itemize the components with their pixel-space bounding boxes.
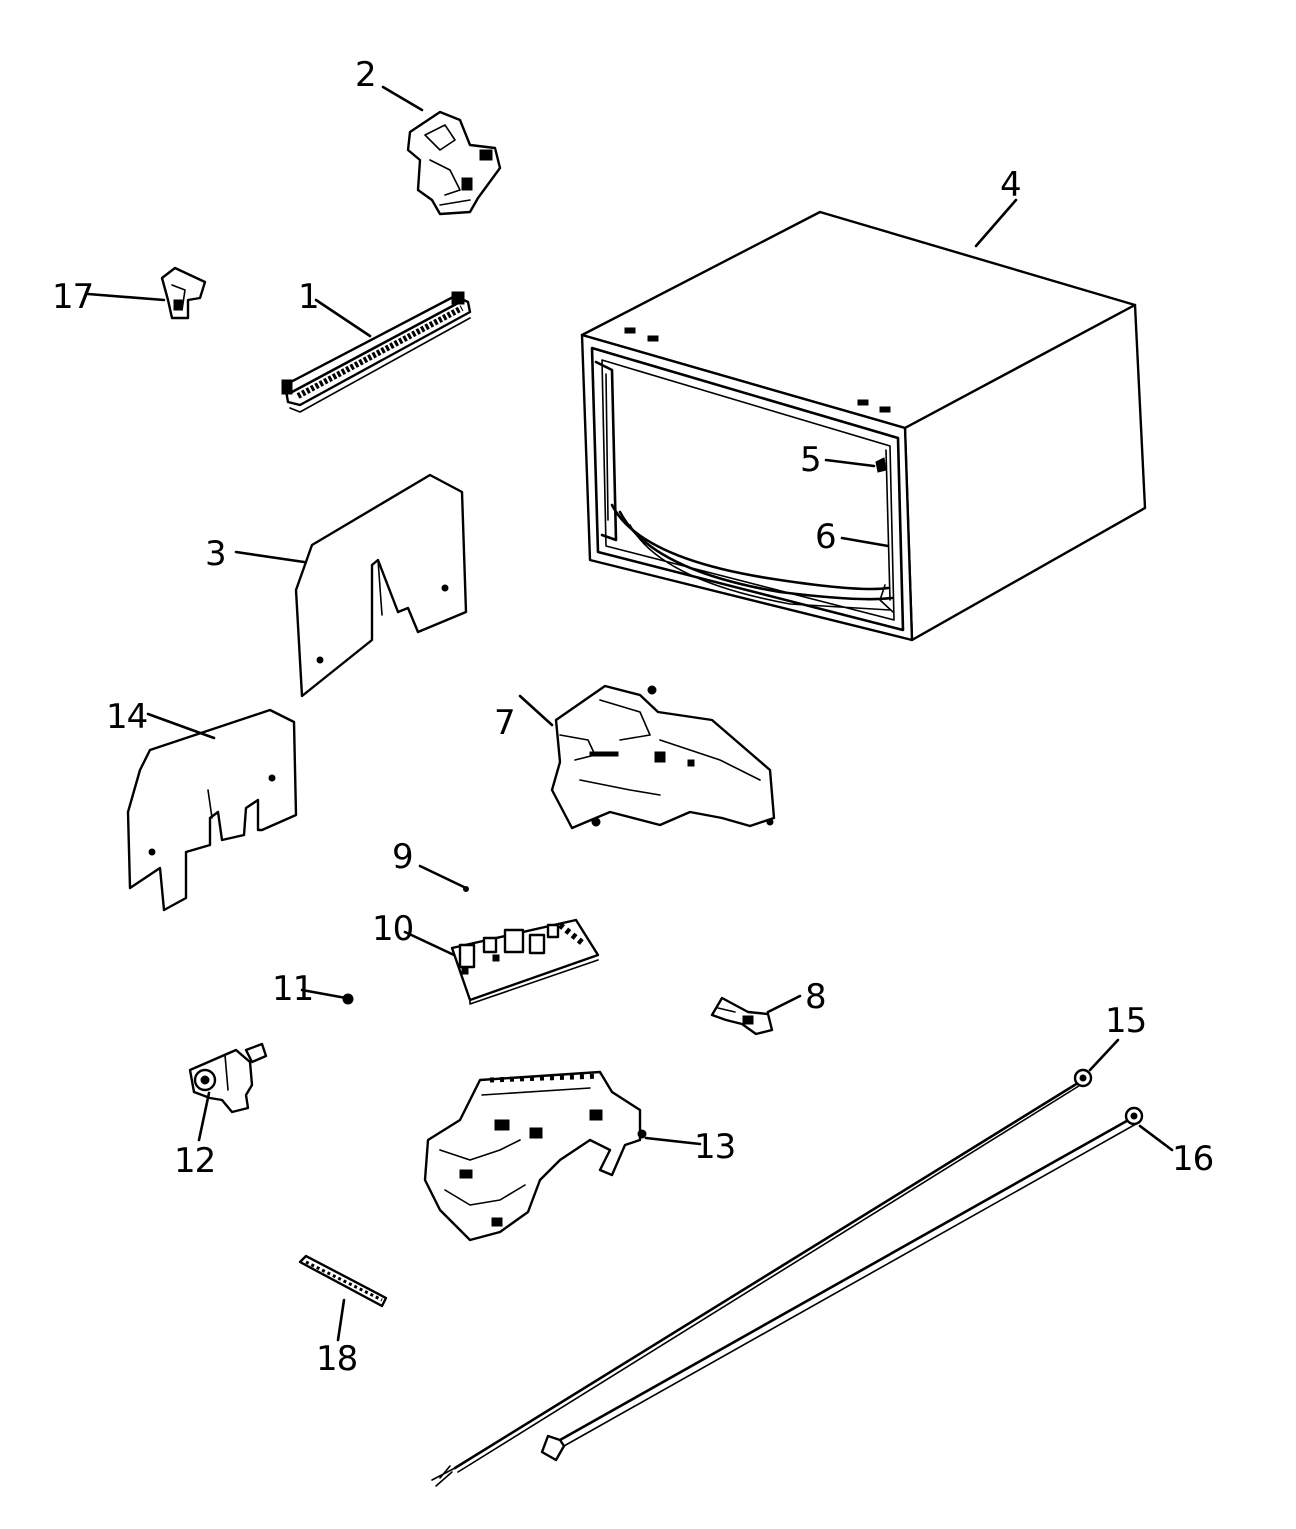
callout-15: 15 xyxy=(1105,1001,1146,1041)
leader-16 xyxy=(1138,1124,1174,1152)
part-12-valve xyxy=(188,1042,268,1114)
part-14-panel xyxy=(126,708,298,912)
callout-12: 12 xyxy=(174,1141,215,1181)
leader-4 xyxy=(974,198,1018,248)
callout-11: 11 xyxy=(272,969,313,1009)
leader-7 xyxy=(518,694,554,727)
part-11-screw xyxy=(342,993,354,1005)
leader-11 xyxy=(300,988,348,1000)
leader-5 xyxy=(824,458,876,468)
part-4-cabinet xyxy=(580,210,1147,642)
callout-18: 18 xyxy=(316,1339,357,1379)
leader-14 xyxy=(146,712,216,740)
part-16-cable xyxy=(540,1106,1144,1462)
callout-13: 13 xyxy=(694,1127,735,1167)
callout-4: 4 xyxy=(1000,165,1021,205)
part-15-cable xyxy=(431,1068,1093,1487)
leader-6 xyxy=(840,536,890,548)
leader-1 xyxy=(314,298,372,338)
callout-10: 10 xyxy=(372,909,413,949)
callout-6: 6 xyxy=(815,517,836,557)
leader-9 xyxy=(418,864,468,890)
leader-15 xyxy=(1088,1038,1120,1072)
callout-8: 8 xyxy=(805,977,826,1017)
part-2-switch-assembly xyxy=(406,110,502,216)
leader-17 xyxy=(86,292,166,302)
callout-9: 9 xyxy=(392,837,413,877)
part-17-clip xyxy=(160,266,207,320)
leader-10 xyxy=(403,930,456,957)
part-9-screw xyxy=(463,886,469,892)
leader-2 xyxy=(381,85,424,112)
part-3-panel xyxy=(294,473,468,698)
callout-17: 17 xyxy=(52,277,93,317)
callout-2: 2 xyxy=(355,55,376,95)
callout-14: 14 xyxy=(106,697,147,737)
leader-12 xyxy=(197,1091,211,1142)
leader-8 xyxy=(766,994,802,1014)
leader-18 xyxy=(336,1298,346,1342)
callout-16: 16 xyxy=(1172,1139,1213,1179)
leader-3 xyxy=(234,550,306,564)
callout-7: 7 xyxy=(494,703,515,743)
part-8-bracket xyxy=(710,996,774,1036)
callout-3: 3 xyxy=(205,534,226,574)
part-13-harness xyxy=(423,1070,647,1242)
part-18-strip xyxy=(298,1254,388,1308)
part-10-board xyxy=(450,918,600,1005)
part-7-housing xyxy=(550,684,776,830)
part-1-rail xyxy=(281,291,472,413)
callout-5: 5 xyxy=(800,440,821,480)
leader-13 xyxy=(644,1136,702,1146)
callout-1: 1 xyxy=(298,277,319,317)
